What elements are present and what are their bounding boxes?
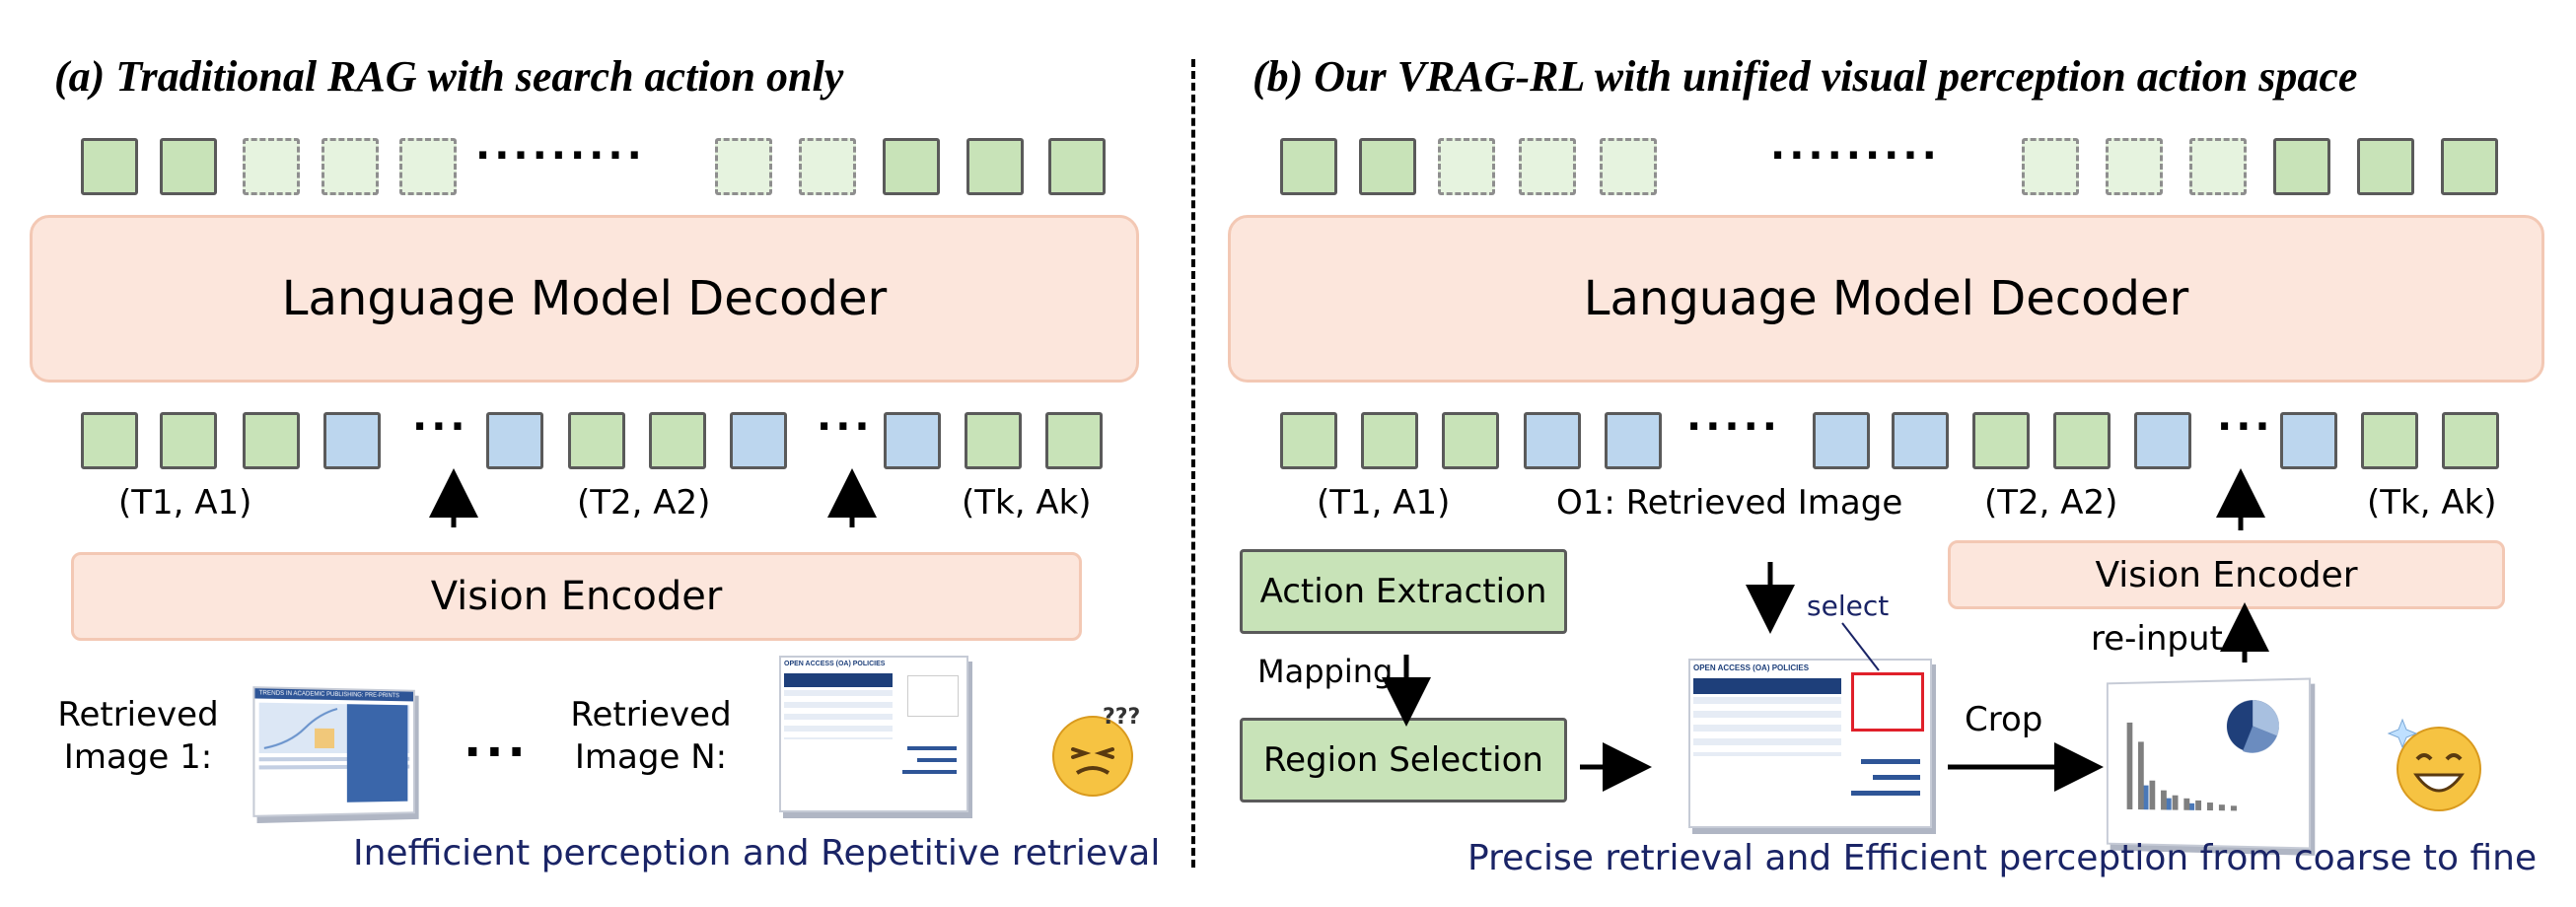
- select-pointer: [1842, 623, 1879, 670]
- retrieved-image-1: TRENDS IN ACADEMIC PUBLISHING: PRE-PRINT…: [252, 686, 415, 817]
- doc-title: OPEN ACCESS (OA) POLICIES: [781, 658, 966, 670]
- panel-a-vision-encoder: Vision Encoder: [71, 552, 1082, 641]
- confused-face-icon: ???: [1045, 702, 1144, 801]
- retrieved-image-n: OPEN ACCESS (OA) POLICIES: [779, 656, 968, 812]
- panel-b-caption: Precise retrieval and Efficient percepti…: [1467, 838, 2537, 878]
- panel-a-caption: Inefficient perception and Repetitive re…: [353, 833, 1160, 873]
- retrieved-label-na: Retrieved: [562, 695, 740, 734]
- retrieved-label-nb: Image N:: [562, 737, 740, 777]
- retrieved-label-1b: Image 1:: [49, 737, 227, 777]
- happy-face-icon: [2385, 712, 2493, 820]
- panel-b-arrows: [1183, 0, 2576, 907]
- svg-text:???: ???: [1103, 705, 1140, 730]
- retrieved-label-1a: Retrieved: [49, 695, 227, 734]
- between-ellipsis: ···: [464, 725, 530, 780]
- doc-title: TRENDS IN ACADEMIC PUBLISHING: PRE-PRINT…: [254, 688, 413, 701]
